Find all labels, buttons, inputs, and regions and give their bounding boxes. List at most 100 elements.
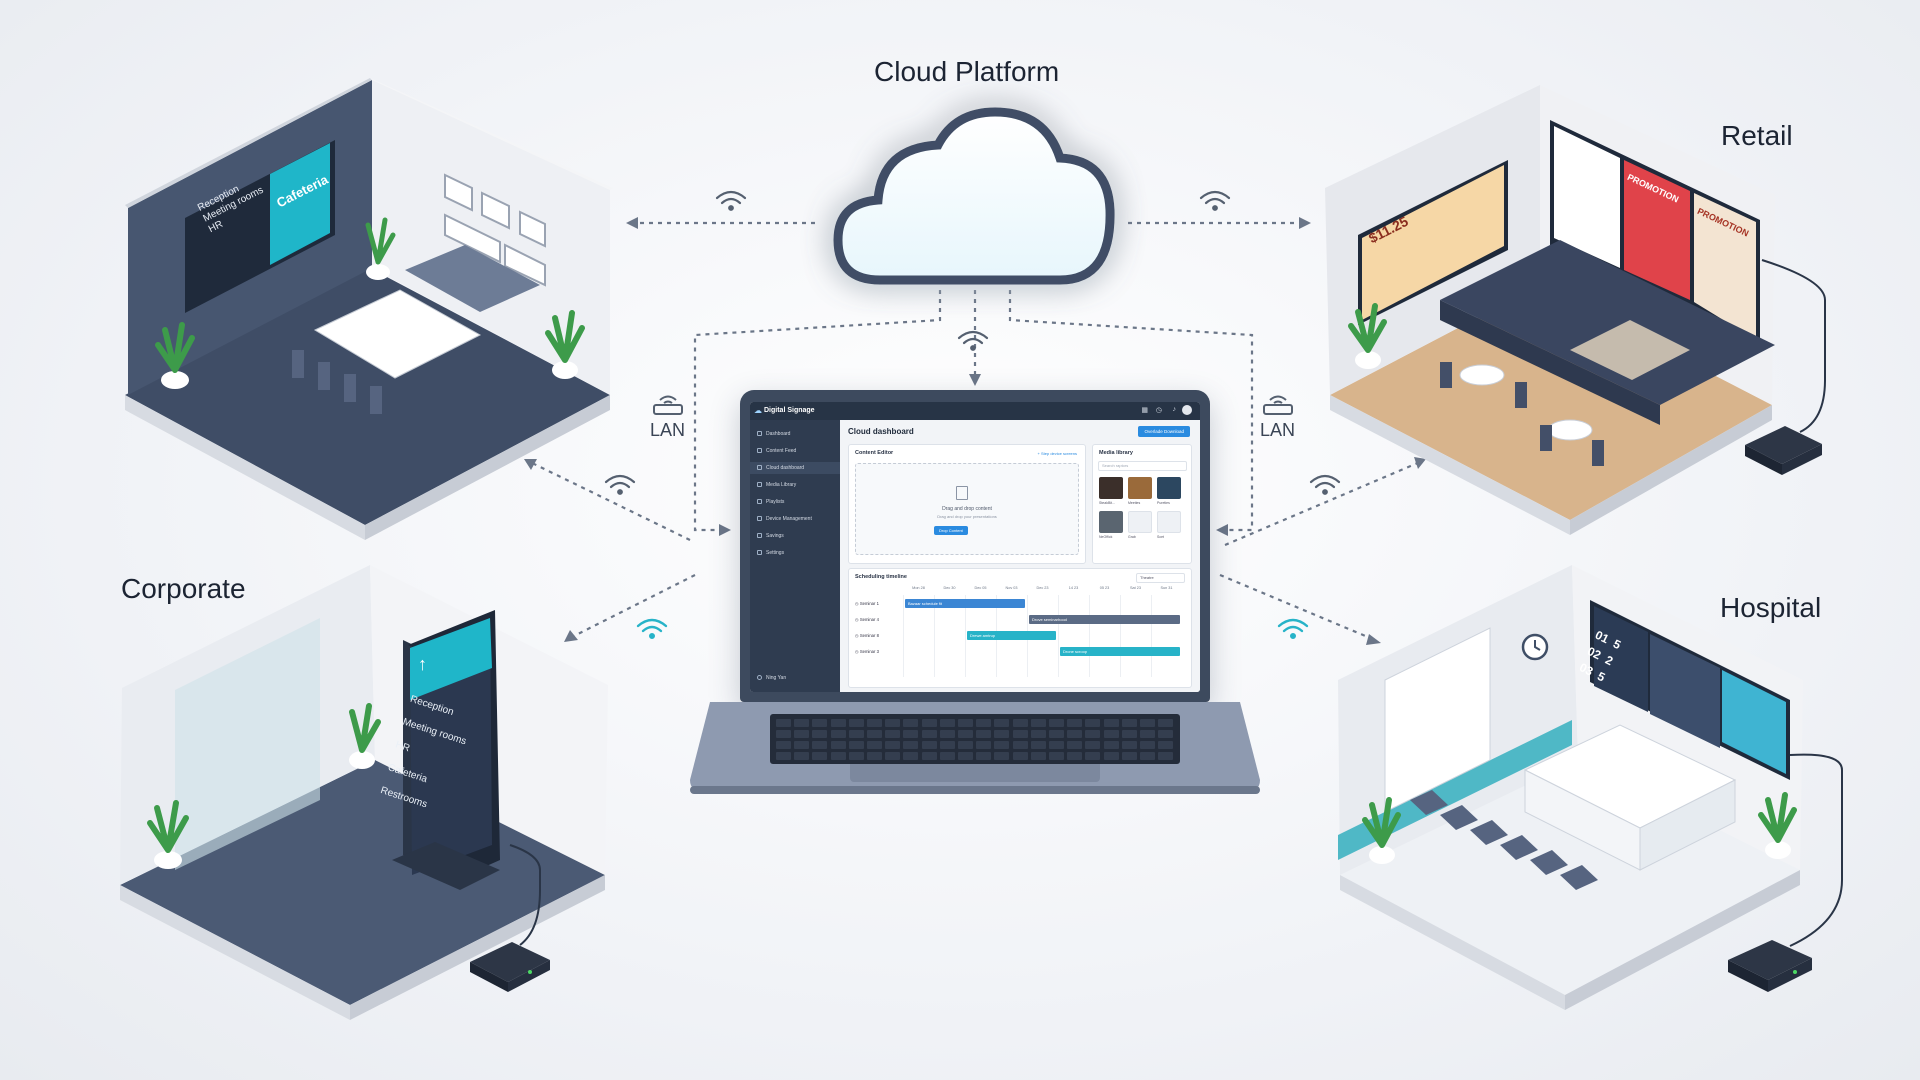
grid-icon[interactable]: ▦ (1141, 407, 1148, 414)
wifi-icon (1199, 190, 1231, 211)
dashboard-icon (757, 431, 762, 436)
keyboard-key (976, 730, 992, 738)
timeline-gridline (934, 595, 935, 677)
corporate-label: Corporate (121, 573, 246, 604)
media-thumb[interactable] (1128, 477, 1152, 499)
cloud-icon (833, 107, 1115, 285)
keyboard-key (885, 752, 901, 760)
sidebar-item-media-library[interactable]: Media Library (750, 479, 840, 491)
lan-router-icon (653, 395, 683, 415)
sidebar-user[interactable]: Ning Yan (750, 672, 840, 684)
keyboard-key (1030, 719, 1046, 727)
keyboard-key (994, 719, 1010, 727)
arrow-heads (524, 217, 1426, 645)
keyboard-key (794, 741, 810, 749)
keyboard-key (976, 741, 992, 749)
laptop-lid: ☁ Digital Signage ▦ ◷ ♪ Dashboard Conten… (740, 390, 1210, 702)
keyboard-key (1103, 730, 1119, 738)
dashboard-screen: ☁ Digital Signage ▦ ◷ ♪ Dashboard Conten… (750, 402, 1200, 692)
media-thumb[interactable] (1157, 477, 1181, 499)
keyboard-key (776, 752, 791, 760)
sidebar-item-settings[interactable]: Settings (750, 547, 840, 559)
keyboard-key (885, 730, 901, 738)
playlist-icon (757, 499, 762, 504)
keyboard-key (830, 719, 846, 727)
avatar[interactable] (1182, 405, 1192, 415)
laptop-to-office-line (529, 461, 691, 541)
timeline-column-header: Nov 03 (1005, 586, 1018, 590)
timeline-bar[interactable]: Bazaar schedule fit (905, 599, 1025, 608)
wifi-icon (636, 618, 668, 639)
keyboard-key (1140, 730, 1155, 738)
timeline-row-label: ◷ Seminar 4 (855, 617, 879, 622)
timeline-gridline (1058, 595, 1059, 677)
timeline-bar[interactable]: Drewe amtrup (967, 631, 1056, 640)
timeline-column-header: Mon 28 (912, 586, 925, 590)
sidebar-item-playlists[interactable]: Playlists (750, 496, 840, 508)
keyboard-key (1121, 741, 1137, 749)
gear-icon (757, 550, 762, 555)
media-thumb[interactable] (1157, 511, 1181, 533)
keyboard-key (921, 719, 937, 727)
keyboard-key (903, 741, 919, 749)
keyboard-key (1085, 741, 1101, 749)
timeline-bar[interactable]: Drove seminarhood (1029, 615, 1180, 624)
drop-subtitle: Drag and drop your presentations (937, 514, 997, 519)
user-icon (757, 675, 762, 680)
sidebar-item-content-feed[interactable]: Content Feed (750, 445, 840, 457)
keyboard-key (1012, 730, 1028, 738)
media-caption: Grab (1128, 535, 1136, 539)
keyboard-key (1012, 741, 1028, 749)
cloud-platform-label: Cloud Platform (874, 56, 1060, 87)
step-device-link[interactable]: + Step device screens (1037, 451, 1077, 456)
history-icon[interactable]: ◷ (1155, 407, 1162, 414)
media-caption: SteakBit... (1099, 501, 1115, 505)
keyboard-key (1030, 752, 1046, 760)
sidebar-item-dashboard[interactable]: Dashboard (750, 428, 840, 440)
keyboard-key (848, 719, 864, 727)
media-thumb[interactable] (1099, 477, 1123, 499)
keyboard-key (1103, 719, 1119, 727)
media-thumb[interactable] (1099, 511, 1123, 533)
content-editor-card: Content Editor + Step device screens Dra… (848, 444, 1086, 564)
timeline-filter-select[interactable]: Theatre (1136, 573, 1185, 583)
keyboard-key (848, 730, 864, 738)
timeline-bar[interactable]: Drone scroop (1060, 647, 1180, 656)
sidebar-item-device-management[interactable]: Device Management (750, 513, 840, 525)
cloud-right-drop-line (1008, 290, 1254, 532)
drop-content-button[interactable]: Drop Content (934, 526, 968, 535)
retail-label: Retail (1721, 120, 1793, 151)
keyboard-key (1158, 730, 1174, 738)
keyboard-key (939, 752, 955, 760)
laptop: ☁ Digital Signage ▦ ◷ ♪ Dashboard Conten… (690, 390, 1260, 820)
timeline-gridline (965, 595, 966, 677)
app-brand: Digital Signage (764, 407, 815, 414)
timeline-column-header: Dec 30 (943, 586, 956, 590)
timeline-row-label: ◷ Seminar 1 (855, 601, 879, 606)
media-thumb[interactable] (1128, 511, 1152, 533)
cloud-logo-icon: ☁ (754, 406, 762, 415)
keyboard-key (794, 730, 810, 738)
sidebar-item-cloud-dashboard[interactable]: Cloud dashboard (750, 462, 840, 474)
publish-button[interactable]: Overlade Download (1138, 426, 1190, 437)
keyboard-key (1030, 730, 1046, 738)
wifi-icon (604, 474, 636, 495)
media-search-input[interactable]: Search raptors (1098, 461, 1187, 471)
timeline-row-label: ◷ Seminar 8 (855, 633, 879, 638)
timeline-column-header: 05 23 (1099, 586, 1110, 590)
drop-zone[interactable]: Drag and drop content Drag and drop your… (855, 463, 1079, 555)
notification-icon[interactable]: ♪ (1172, 406, 1177, 413)
sidebar-item-savings[interactable]: Savings (750, 530, 840, 542)
connectors (529, 221, 1421, 642)
media-caption: Pureties (1157, 501, 1170, 505)
keyboard-key (1067, 752, 1083, 760)
keyboard-key (1030, 741, 1046, 749)
keyboard-key (903, 752, 919, 760)
lan-label-right: LAN (1260, 420, 1296, 440)
keyboard-key (885, 741, 901, 749)
timeline-column-header: 14 23 (1068, 586, 1079, 590)
media-caption: Scet (1157, 535, 1165, 539)
timeline-column-header: Dec 23 (1036, 586, 1049, 590)
